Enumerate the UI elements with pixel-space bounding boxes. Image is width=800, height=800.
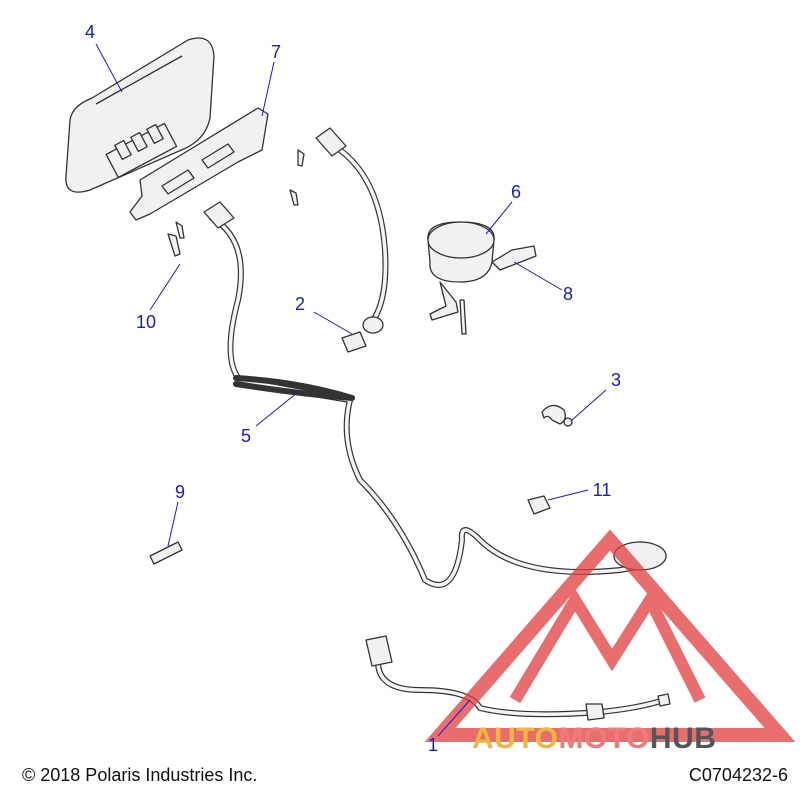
leader-lines	[95, 43, 607, 737]
leader-3	[571, 389, 607, 421]
leader-4	[95, 43, 123, 93]
callout-5: 5	[241, 426, 251, 446]
part-2-sensor-cable	[315, 127, 389, 353]
callouts: 1 2 3 4 5 6 7 8 9 10 11	[85, 22, 621, 755]
callout-7: 7	[271, 42, 281, 62]
part-4-display-module	[65, 37, 215, 193]
part-1-sensor-harness	[365, 635, 671, 721]
leader-6	[485, 201, 513, 235]
callout-10: 10	[136, 312, 156, 332]
part-3-clamp	[541, 404, 573, 427]
leader-7	[261, 61, 275, 117]
watermark-part1: AUTO	[472, 722, 558, 755]
part-6-beeper	[427, 221, 537, 335]
leader-5	[255, 391, 299, 427]
part-10-screw	[167, 233, 181, 257]
callout-11: 11	[593, 480, 612, 500]
drawing-number: C0704232-6	[688, 765, 788, 785]
leader-10	[149, 263, 181, 311]
leader-8	[513, 261, 563, 291]
leader-9	[167, 501, 179, 547]
callout-2: 2	[295, 294, 305, 314]
callout-6: 6	[511, 182, 521, 202]
screws	[175, 149, 305, 239]
callout-9: 9	[175, 482, 185, 502]
copyright-text: © 2018 Polaris Industries Inc.	[22, 765, 258, 785]
callout-8: 8	[563, 284, 573, 304]
watermark-part2: MOTO	[558, 722, 649, 755]
part-9-clip	[149, 541, 183, 565]
callout-1: 1	[428, 735, 438, 755]
watermark-logo	[424, 529, 796, 742]
callout-4: 4	[85, 22, 95, 42]
part-11-fitting	[527, 495, 551, 515]
leader-1	[437, 699, 471, 737]
part-5-harness	[203, 201, 667, 588]
leader-2	[313, 311, 353, 335]
watermark-part3: HUB	[650, 722, 717, 755]
leader-11	[547, 489, 589, 501]
callout-3: 3	[611, 370, 621, 390]
watermark-text: AUTOMOTOHUB	[472, 722, 716, 755]
